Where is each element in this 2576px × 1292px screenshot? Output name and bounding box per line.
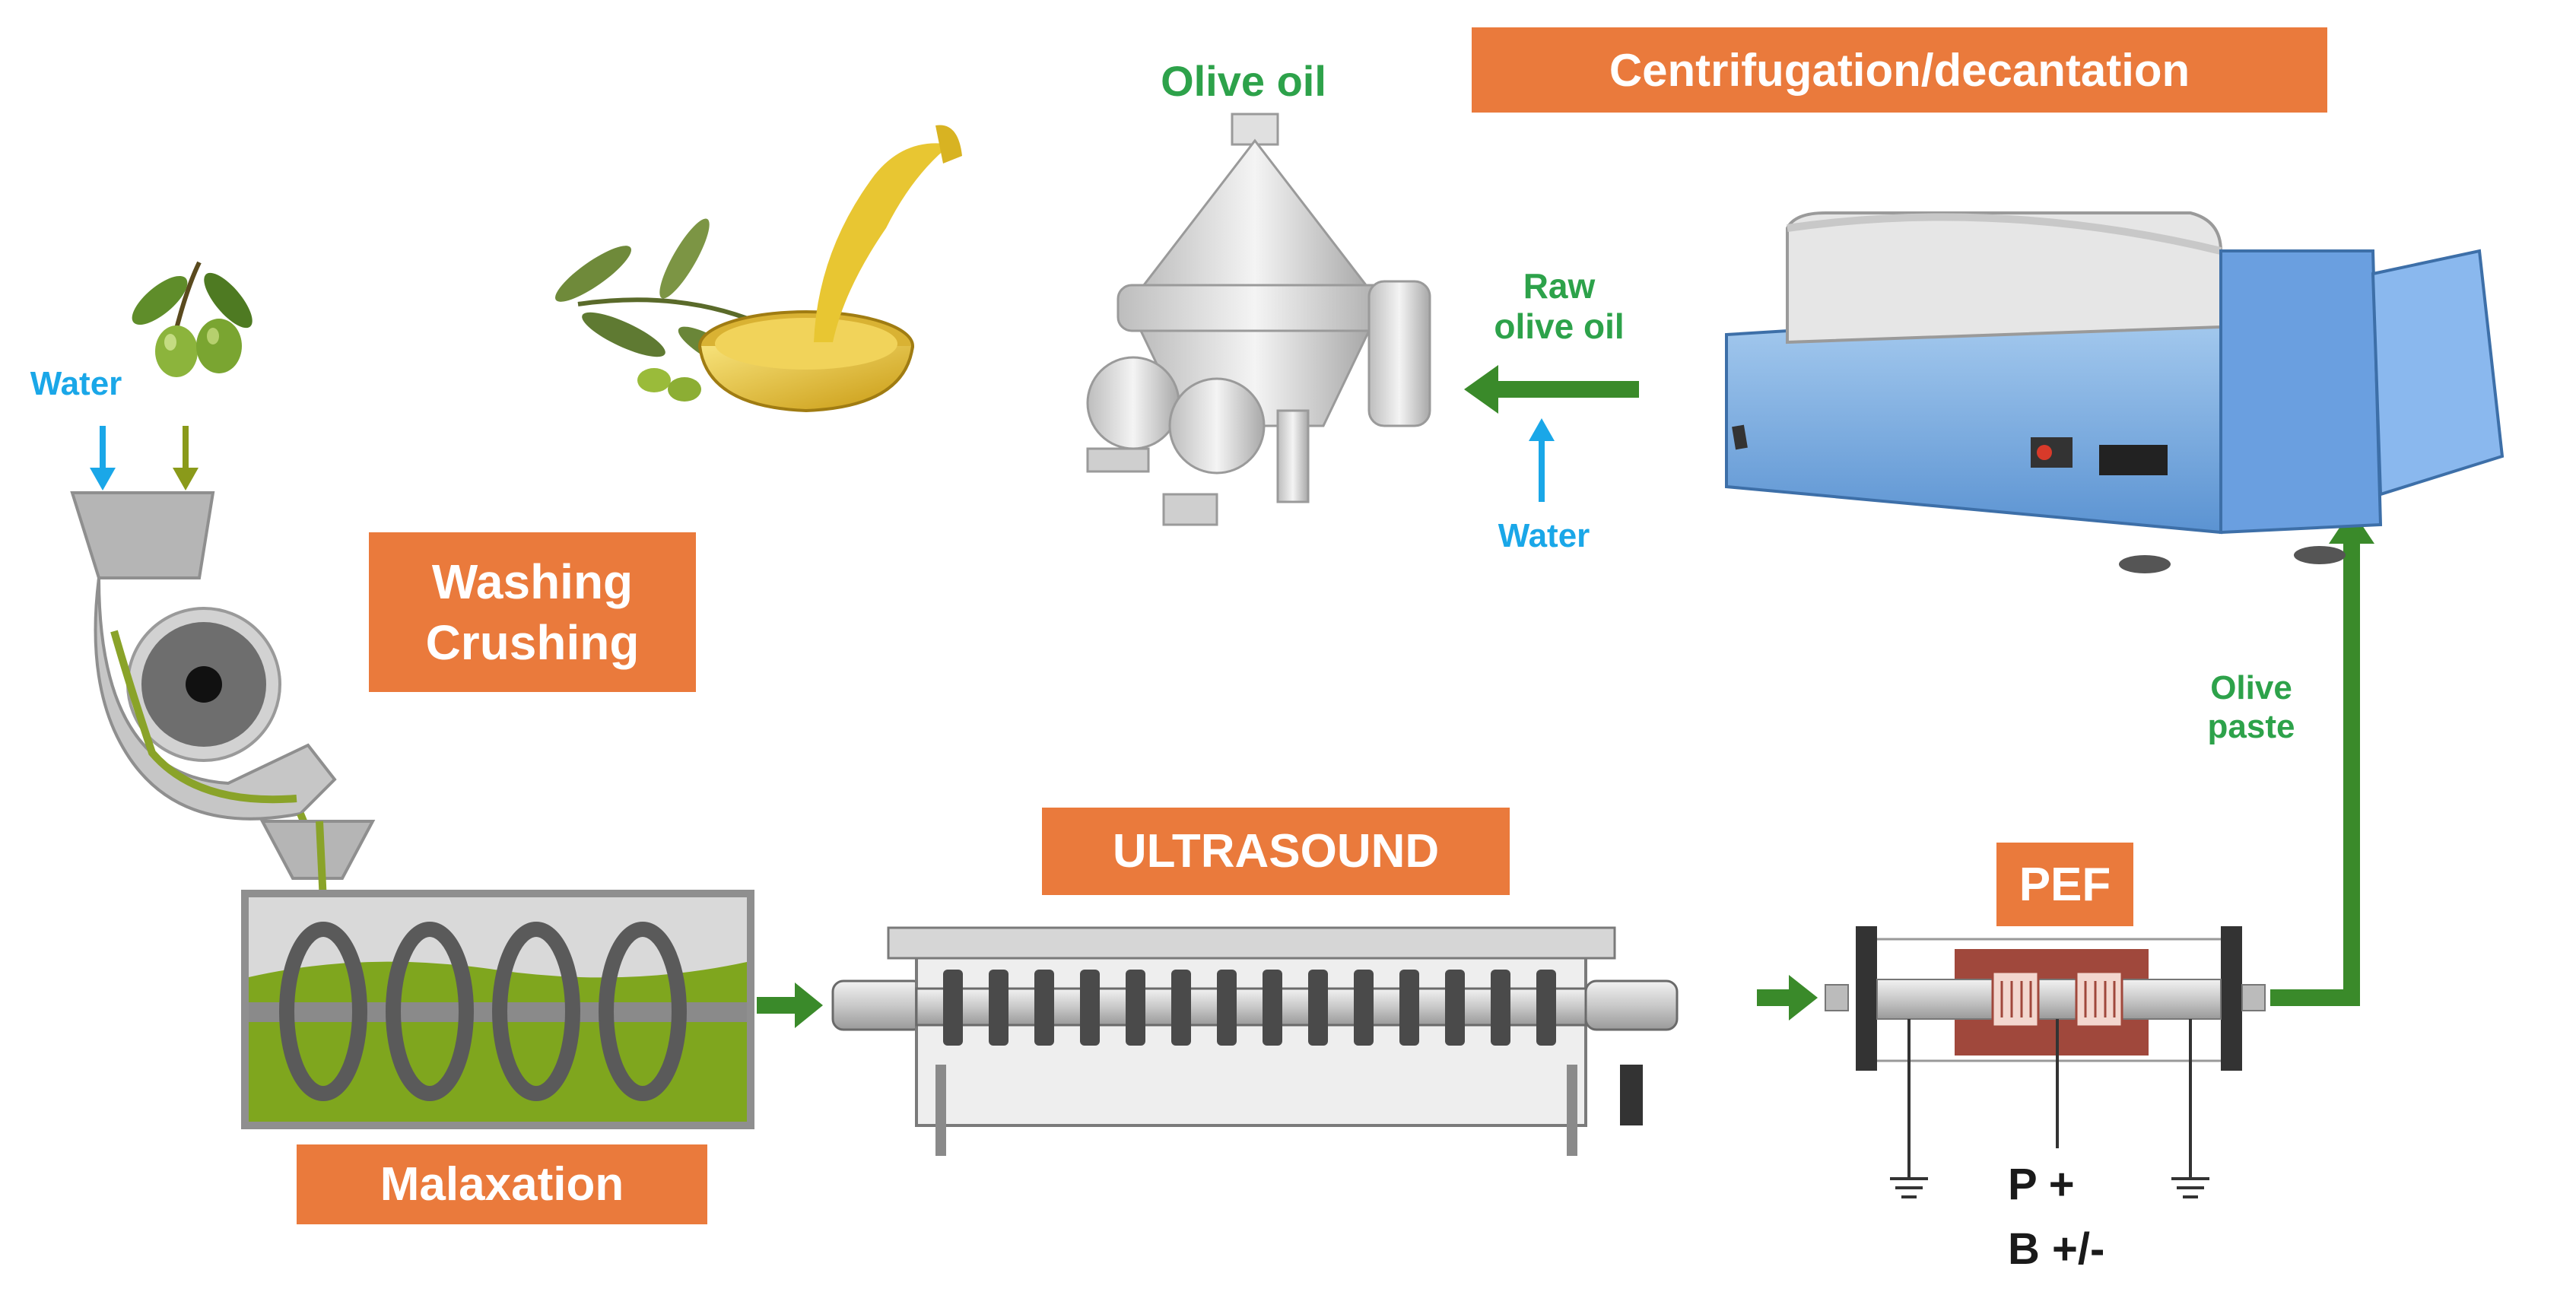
vertical-centrifuge <box>1086 113 1431 526</box>
olive-branch-icon <box>132 261 253 377</box>
flow-arrow-1 <box>795 982 823 1028</box>
stage-washing-label: Washing <box>431 554 634 609</box>
raw-olive-oil-label: Raw olive oil <box>1468 266 1650 347</box>
stage-ultrasound-label: ULTRASOUND <box>1112 825 1440 878</box>
olive-paste-pipe <box>2270 544 2360 1006</box>
raw-olive-oil-line1: Raw <box>1523 266 1596 306</box>
stage-washing-crushing: Washing Crushing <box>369 532 696 692</box>
water-inlet-label: Water <box>30 365 122 402</box>
crusher-machine <box>70 491 376 902</box>
stage-centrifugation-label: Centrifugation/decantation <box>1609 44 2190 96</box>
horizontal-decanter <box>1725 211 2505 573</box>
ultrasound-reactor <box>831 926 1679 1156</box>
water-centrifuge-arrow <box>1529 418 1555 441</box>
stage-malaxation-label: Malaxation <box>380 1158 624 1211</box>
stage-malaxation: Malaxation <box>297 1144 707 1224</box>
pef-treatment-chamber <box>1825 926 2266 1198</box>
pef-terminal-b: B +/- <box>2008 1224 2105 1274</box>
stage-crushing-label: Crushing <box>425 615 640 670</box>
stage-centrifugation: Centrifugation/decantation <box>1472 27 2327 113</box>
pef-terminal-p: P + <box>2008 1160 2075 1209</box>
stage-pef: PEF <box>1996 843 2133 926</box>
raw-oil-arrow <box>1464 365 1498 414</box>
raw-olive-oil-line2: olive oil <box>1494 306 1625 346</box>
oil-bowl-icon <box>555 125 962 413</box>
flow-arrow-2 <box>1789 975 1818 1021</box>
olive-paste-line1: Olive <box>2210 669 2292 706</box>
olive-paste-label: Olive paste <box>2175 669 2327 746</box>
stage-ultrasound: ULTRASOUND <box>1042 808 1510 895</box>
malaxer-tank <box>241 890 754 1129</box>
transducer-row <box>943 970 1556 1046</box>
water-centrifuge-label: Water <box>1498 517 1590 554</box>
olive-oil-label: Olive oil <box>1161 57 1326 105</box>
olive-paste-line2: paste <box>2207 707 2295 745</box>
pef-wiring <box>1890 1019 2209 1198</box>
stage-pef-label: PEF <box>2019 858 2111 911</box>
